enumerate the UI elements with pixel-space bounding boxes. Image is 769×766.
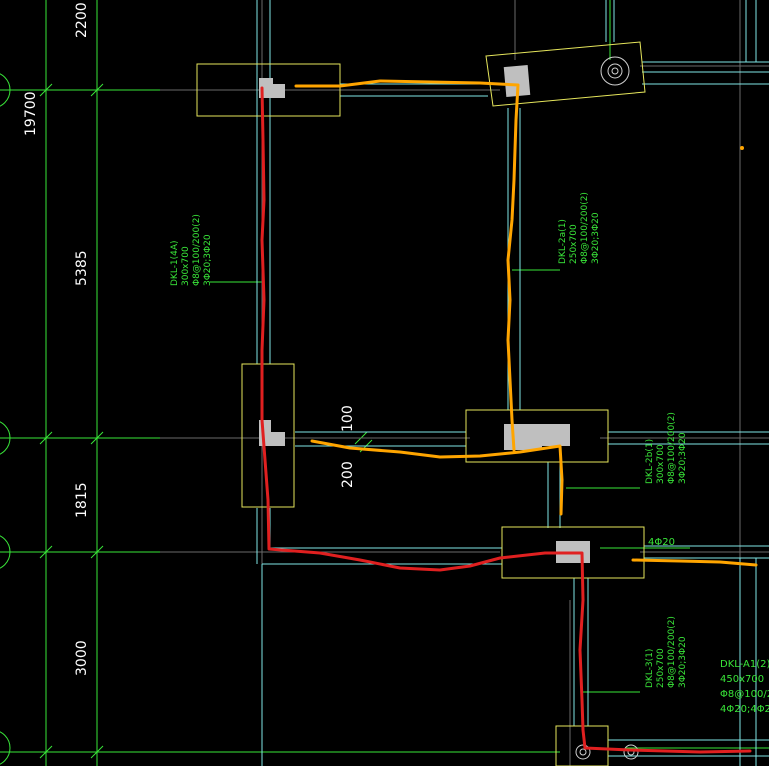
dim-2200: 2200 — [74, 2, 90, 38]
svg-text:Φ8@100/200(2): Φ8@100/200(2) — [192, 214, 202, 286]
markup-red-path — [260, 86, 752, 754]
svg-text:250x700: 250x700 — [569, 224, 579, 264]
svg-text:DKL-A1(2): DKL-A1(2) — [720, 659, 769, 670]
svg-text:300x700: 300x700 — [181, 246, 191, 286]
svg-text:Φ8@100/200(2): Φ8@100/200(2) — [580, 192, 590, 264]
dim-3000: 3000 — [74, 640, 90, 676]
columns — [259, 65, 590, 563]
beam-label-dkl-1: DKL-1(4A) 300x700 Φ8@100/200(2) 3Φ20;3Φ2… — [170, 214, 213, 286]
dim-200: 200 — [340, 461, 356, 488]
markup-orange-middle — [310, 439, 564, 516]
svg-text:300x700: 300x700 — [656, 444, 666, 484]
svg-text:450x700: 450x700 — [720, 674, 764, 685]
axis-bubble-2 — [0, 421, 11, 455]
svg-text:3Φ20;3Φ20: 3Φ20;3Φ20 — [203, 234, 213, 286]
beam-label-dkl-a1: DKL-A1(2) 450x700 Φ8@100/20 4Φ20;4Φ20 — [720, 659, 769, 715]
svg-text:DKL-1(4A): DKL-1(4A) — [170, 240, 180, 286]
dim-5385: 5385 — [74, 250, 90, 286]
axis-bubble-4 — [0, 731, 11, 765]
svg-text:4Φ20;4Φ20: 4Φ20;4Φ20 — [720, 704, 769, 715]
column-box-top-left — [196, 63, 341, 117]
svg-text:250x700: 250x700 — [656, 648, 666, 688]
pile-circle-bottom-right — [623, 744, 639, 760]
column-boxes — [196, 41, 646, 766]
svg-text:3Φ20;3Φ20: 3Φ20;3Φ20 — [678, 636, 688, 688]
svg-text:3Φ20;3Φ20: 3Φ20;3Φ20 — [678, 432, 688, 484]
column-box-mid-right — [465, 409, 609, 463]
column-box-top-right — [485, 41, 646, 107]
svg-text:DKL-2a(1): DKL-2a(1) — [558, 219, 568, 264]
axis-bubbles — [0, 73, 11, 765]
beam-label-dkl-2b: DKL-2b(1) 300x700 Φ8@100/200(2) 3Φ20;3Φ2… — [645, 412, 688, 484]
markup-orange-right — [631, 558, 758, 567]
beam-edges — [256, 0, 769, 766]
column-top-right — [503, 65, 531, 97]
dim-100: 100 — [340, 405, 356, 432]
svg-text:DKL-2b(1): DKL-2b(1) — [645, 439, 655, 484]
dimension-labels: 2200 19700 5385 1815 3000 100 200 — [23, 2, 356, 676]
svg-text:Φ8@100/20: Φ8@100/20 — [720, 689, 769, 700]
svg-text:3Φ20;3Φ20: 3Φ20;3Φ20 — [591, 212, 601, 264]
dim-19700: 19700 — [23, 91, 39, 136]
pile-circle-bottom-left — [575, 744, 591, 760]
pile-markers — [575, 56, 639, 760]
dim-1815: 1815 — [74, 482, 90, 518]
beam-label-dkl-2a: DKL-2a(1) 250x700 Φ8@100/200(2) 3Φ20;3Φ2… — [558, 192, 601, 264]
rebar-label-4phi20: 4Φ20 — [648, 537, 675, 548]
pile-circle-top-right — [600, 56, 630, 86]
beam-label-dkl-3: DKL-3(1) 250x700 Φ8@100/200(2) 3Φ20;3Φ20 — [645, 616, 688, 688]
markup-orange-top — [294, 79, 520, 452]
svg-text:DKL-3(1): DKL-3(1) — [645, 649, 655, 688]
axis-bubble-3 — [0, 535, 11, 569]
column-mid-right — [504, 424, 570, 446]
markup-orange-dot — [740, 146, 744, 150]
axis-bubble-1 — [0, 73, 11, 107]
svg-text:Φ8@100/200(2): Φ8@100/200(2) — [667, 616, 677, 688]
column-box-bottom — [501, 526, 645, 579]
svg-text:Φ8@100/200(2): Φ8@100/200(2) — [667, 412, 677, 484]
